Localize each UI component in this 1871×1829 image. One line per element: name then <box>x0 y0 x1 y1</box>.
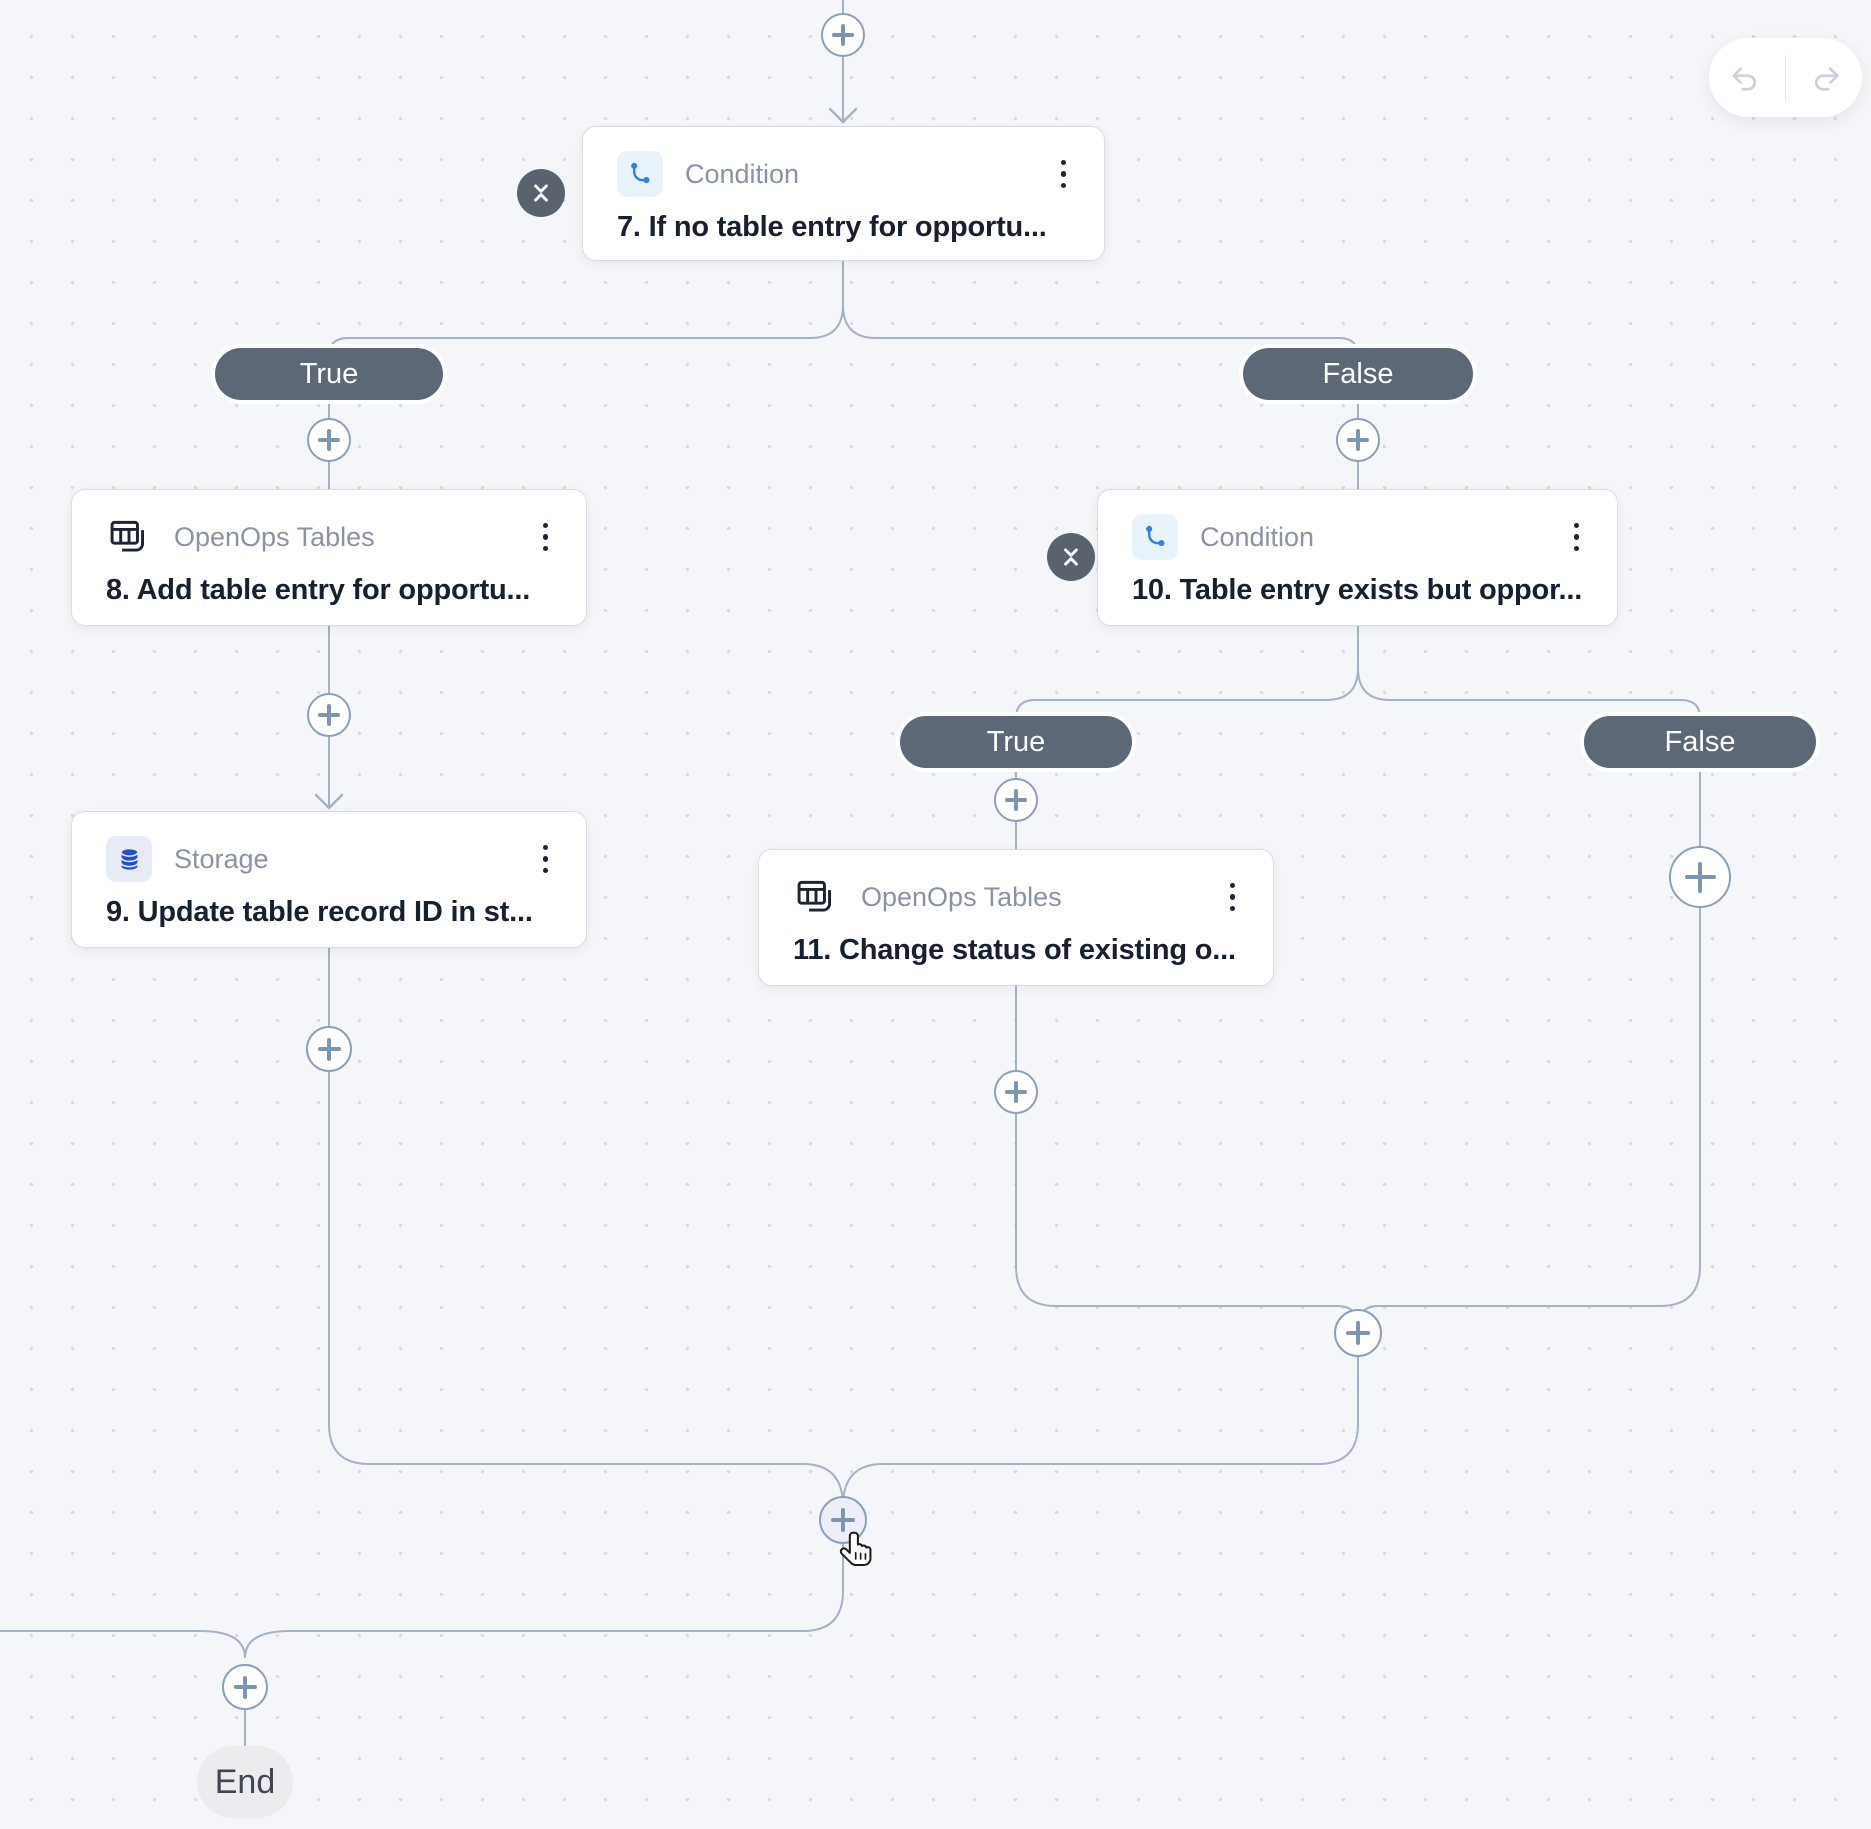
branch-badge-true: True <box>215 348 443 400</box>
history-panel <box>1709 38 1862 117</box>
kebab-menu-icon[interactable] <box>1053 156 1075 193</box>
panel-divider <box>1784 54 1787 101</box>
add-step-button[interactable] <box>306 1026 352 1072</box>
redo-button[interactable] <box>1799 43 1855 113</box>
branch-badge-label: True <box>986 725 1046 758</box>
redo-icon <box>1815 66 1840 91</box>
branch-badge-true: True <box>900 716 1132 768</box>
node-type-label: OpenOps Tables <box>174 521 375 552</box>
branch-icon <box>617 151 663 197</box>
node-title: 11. Change status of existing o... <box>793 934 1236 966</box>
collapse-branch-button[interactable] <box>1047 533 1095 581</box>
step-node-storage-9[interactable]: Storage 9. Update table record ID in st.… <box>71 811 587 948</box>
undo-button[interactable] <box>1716 43 1772 113</box>
node-title: 9. Update table record ID in st... <box>106 896 533 928</box>
node-type-label: Storage <box>174 843 269 874</box>
add-step-button[interactable] <box>821 13 865 57</box>
storage-icon <box>106 836 152 882</box>
collapse-branch-button[interactable] <box>517 169 565 217</box>
branch-badge-false: False <box>1584 716 1816 768</box>
kebab-menu-icon[interactable] <box>535 841 557 878</box>
kebab-menu-icon[interactable] <box>1222 879 1244 916</box>
add-step-button[interactable] <box>307 418 351 462</box>
node-type-label: Condition <box>685 158 800 189</box>
undo-icon <box>1731 66 1756 91</box>
add-step-button-hovered[interactable] <box>819 1496 867 1544</box>
mouse-cursor-hand <box>839 1531 872 1566</box>
step-node-condition-7[interactable]: Condition 7. If no table entry for oppor… <box>582 126 1105 261</box>
branch-badge-label: False <box>1322 357 1394 390</box>
add-step-button[interactable] <box>1669 846 1731 908</box>
step-node-tables-11[interactable]: OpenOps Tables 11. Change status of exis… <box>758 849 1274 986</box>
step-node-tables-8[interactable]: OpenOps Tables 8. Add table entry for op… <box>71 489 587 626</box>
branch-icon <box>1132 514 1178 560</box>
add-step-button[interactable] <box>307 693 351 737</box>
add-step-button[interactable] <box>1334 1309 1382 1357</box>
add-step-button[interactable] <box>222 1664 268 1710</box>
branch-badge-label: False <box>1664 725 1736 758</box>
tables-icon <box>106 514 152 560</box>
kebab-menu-icon[interactable] <box>1566 519 1588 556</box>
add-step-button[interactable] <box>1336 418 1380 462</box>
node-title: 7. If no table entry for opportu... <box>617 211 1047 243</box>
flow-end-label: End <box>214 1762 276 1801</box>
add-step-button[interactable] <box>994 778 1038 822</box>
collapse-icon <box>534 184 548 202</box>
node-type-label: Condition <box>1200 521 1315 552</box>
kebab-menu-icon[interactable] <box>535 519 557 556</box>
flow-end-node: End <box>197 1746 293 1818</box>
branch-badge-false: False <box>1243 348 1473 400</box>
step-node-condition-10[interactable]: Condition 10. Table entry exists but opp… <box>1097 489 1618 626</box>
add-step-button[interactable] <box>994 1070 1038 1114</box>
branch-badge-label: True <box>299 357 359 390</box>
tables-icon <box>793 874 839 920</box>
node-title: 8. Add table entry for opportu... <box>106 574 531 606</box>
collapse-icon <box>1064 548 1078 566</box>
node-title: 10. Table entry exists but oppor... <box>1132 574 1583 606</box>
node-type-label: OpenOps Tables <box>861 881 1062 912</box>
